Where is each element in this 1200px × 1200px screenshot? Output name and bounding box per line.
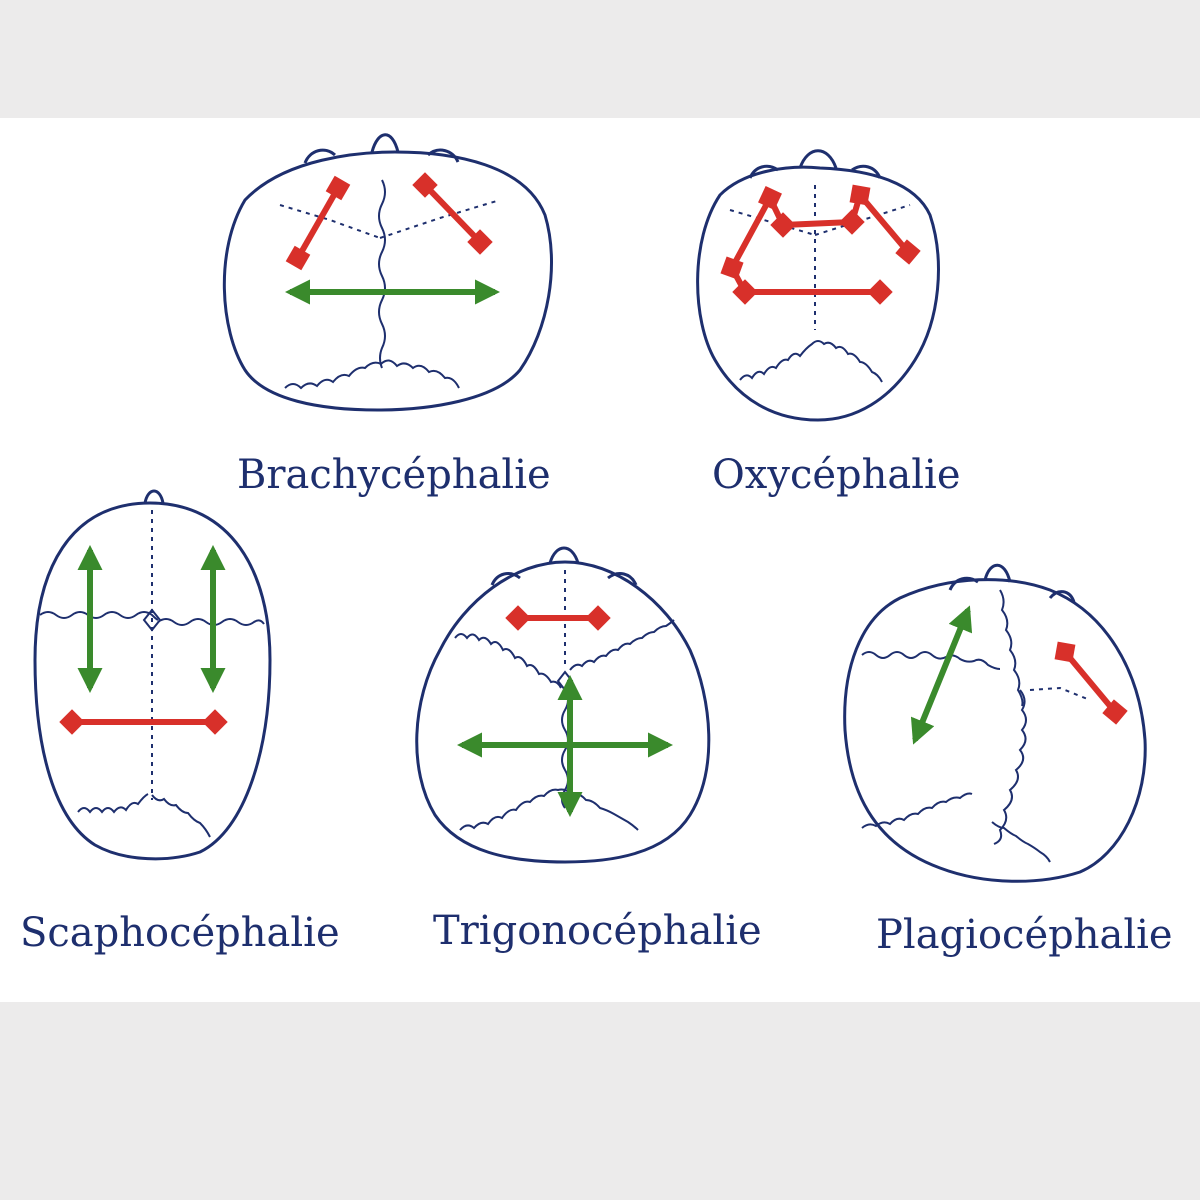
label-scaphocephalie: Scaphocéphalie [20, 910, 340, 956]
plagio-growth-arrow [910, 605, 973, 745]
ear-left [303, 148, 337, 164]
oxy-restriction [720, 184, 921, 305]
ear-right [426, 148, 460, 163]
suture-sagittal [993, 689, 1027, 845]
skull-scaphocephalie [33, 489, 272, 861]
suture-coronal-right [814, 204, 911, 236]
suture-coronal-left [454, 633, 562, 689]
suture-coronal-right [379, 199, 501, 239]
ear-left [748, 164, 779, 179]
trigono-restriction [505, 605, 611, 631]
label-trigonocephalie: Trigonocéphalie [433, 908, 762, 954]
suture-coronal-left [39, 611, 159, 621]
ear-right [1048, 590, 1076, 603]
suture-lambdoid [459, 788, 639, 831]
brachy-restriction-right [412, 172, 493, 255]
brachy-restriction-left [285, 175, 351, 271]
suture-sagittal [378, 179, 386, 369]
skull-outline [696, 165, 940, 422]
skull-outline [33, 501, 272, 861]
ear-right [607, 572, 638, 586]
skull-outline [415, 560, 711, 864]
scapho-restriction [59, 709, 228, 735]
suture-coronal-left [279, 204, 381, 239]
suture-lambdoid [284, 359, 460, 390]
nose-bump [548, 546, 580, 564]
label-plagiocephalie: Plagiocéphalie [876, 912, 1173, 958]
plagio-restriction [1054, 641, 1128, 725]
fontanelle [142, 608, 162, 632]
nose-bump [370, 133, 400, 153]
suture-coronal-left [729, 209, 816, 236]
suture-lambdoid-right [151, 794, 211, 838]
ear-right [851, 164, 882, 179]
suture-lambdoid-left [861, 792, 973, 829]
skull-outline [843, 578, 1147, 883]
nose-bump [983, 563, 1012, 583]
suture-lambdoid-left [77, 793, 149, 814]
suture-lambdoid [739, 340, 883, 383]
ear-left [490, 572, 521, 586]
label-oxycephalie: Oxycéphalie [712, 452, 961, 498]
label-brachycephalie: Brachycéphalie [237, 452, 551, 498]
suture-metopic [999, 589, 1024, 707]
ear-left [948, 576, 979, 591]
skull-plagiocephalie [843, 563, 1147, 883]
nose-bump [798, 149, 838, 169]
suture-coronal-left [861, 651, 1001, 670]
skull-trigonocephalie [415, 546, 711, 864]
suture-coronal-right [569, 619, 675, 671]
nose-bump [143, 489, 165, 504]
diagram-panel [0, 118, 1200, 1002]
skull-brachycephalie [222, 133, 553, 412]
skull-oxycephalie [696, 149, 940, 422]
suture-coronal-right [1029, 686, 1091, 701]
skull-outline [222, 150, 553, 412]
suture-lambdoid-right [991, 821, 1051, 863]
